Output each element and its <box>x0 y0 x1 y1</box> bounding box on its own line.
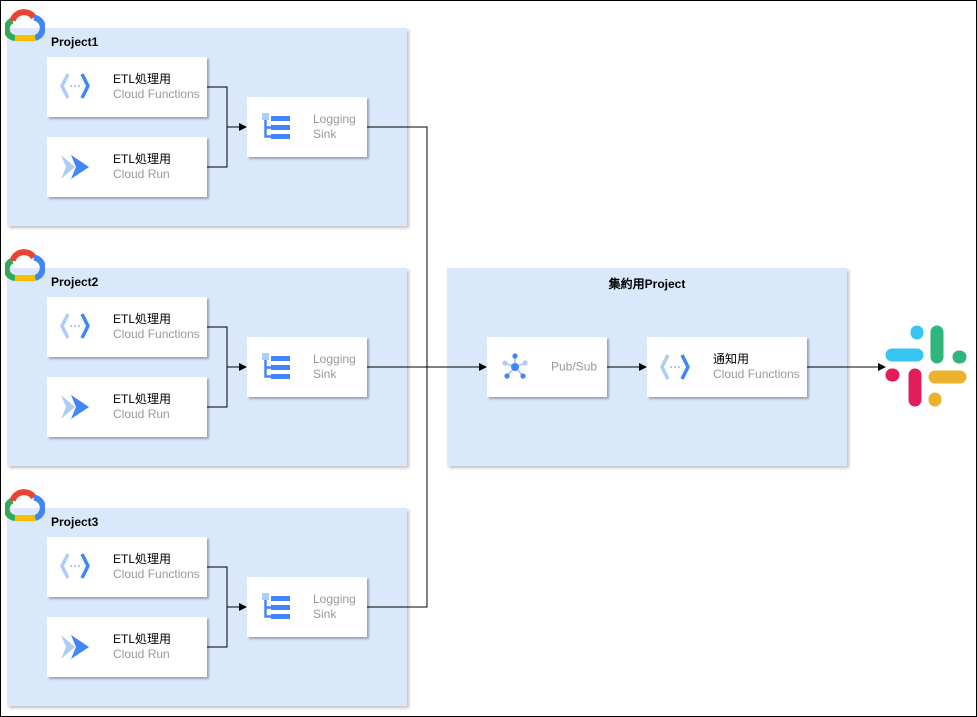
project-3-cloud-functions-node[interactable]: ETL処理用 Cloud Functions <box>47 537 207 597</box>
project-3-cloud-run-node[interactable]: ETL処理用 Cloud Run <box>47 617 207 677</box>
project-3-functions-label: ETL処理用 <box>113 552 172 566</box>
project-1-title: Project1 <box>51 35 99 49</box>
project-3-run-service: Cloud Run <box>113 647 170 661</box>
project-2-sink-line1: Logging <box>313 352 356 366</box>
notify-label: 通知用 <box>713 352 750 366</box>
project-3-functions-service: Cloud Functions <box>113 567 200 581</box>
project-1-group: Project1 ETL処理用 Cloud Functions ETL処理用 C… <box>7 28 407 226</box>
notify-service: Cloud Functions <box>713 367 800 381</box>
edge-sink3-to-pubsub <box>367 367 428 608</box>
project-1-cloud-functions-node[interactable]: ETL処理用 Cloud Functions <box>47 57 207 117</box>
aggregate-project-group: 集約用Project Pub/Sub 通知用 Cloud Functions <box>447 268 847 466</box>
edge-p2-functions-to-sink <box>207 326 247 371</box>
project-2-functions-service: Cloud Functions <box>113 327 200 341</box>
project-3-group: Project3 ETL処理用 Cloud Functions ETL処理用 C… <box>7 508 407 706</box>
notify-cloud-functions-node[interactable]: 通知用 Cloud Functions <box>647 337 807 397</box>
edge-p2-run-to-sink <box>207 367 228 408</box>
project-2-logging-sink-node[interactable]: Logging Sink <box>247 337 367 397</box>
edge-p1-run-to-sink <box>207 127 228 168</box>
project-2-sink-line2: Sink <box>313 367 337 381</box>
project-2-group: Project2 ETL処理用 Cloud Functions ETL処理用 C… <box>7 268 407 466</box>
edge-p3-run-to-sink <box>207 607 228 648</box>
edge-p1-functions-to-sink <box>207 86 247 131</box>
aggregate-project-title: 集約用Project <box>608 277 686 291</box>
project-1-sink-line1: Logging <box>313 112 356 126</box>
pubsub-label: Pub/Sub <box>551 359 598 374</box>
project-1-cloud-run-node[interactable]: ETL処理用 Cloud Run <box>47 137 207 197</box>
project-1-functions-service: Cloud Functions <box>113 87 200 101</box>
project-3-sink-line1: Logging <box>313 592 356 606</box>
project-3-logging-sink-node[interactable]: Logging Sink <box>247 577 367 637</box>
project-1-logging-sink-node[interactable]: Logging Sink <box>247 97 367 157</box>
edge-sink1-to-pubsub <box>367 126 428 367</box>
project-2-functions-label: ETL処理用 <box>113 312 172 326</box>
pubsub-node[interactable]: Pub/Sub <box>487 337 607 397</box>
project-2-cloud-run-node[interactable]: ETL処理用 Cloud Run <box>47 377 207 437</box>
project-3-sink-line2: Sink <box>313 607 337 621</box>
project-2-cloud-functions-node[interactable]: ETL処理用 Cloud Functions <box>47 297 207 357</box>
project-2-run-service: Cloud Run <box>113 407 170 421</box>
project-2-run-label: ETL処理用 <box>113 392 172 406</box>
project-2-title: Project2 <box>51 275 99 289</box>
project-1-functions-label: ETL処理用 <box>113 72 172 86</box>
edge-p3-functions-to-sink <box>207 566 247 611</box>
project-3-title: Project3 <box>51 515 99 529</box>
project-1-run-label: ETL処理用 <box>113 152 172 166</box>
slack-logo-icon <box>885 325 967 407</box>
project-3-run-label: ETL処理用 <box>113 632 172 646</box>
project-1-run-service: Cloud Run <box>113 167 170 181</box>
project-1-sink-line2: Sink <box>313 127 337 141</box>
